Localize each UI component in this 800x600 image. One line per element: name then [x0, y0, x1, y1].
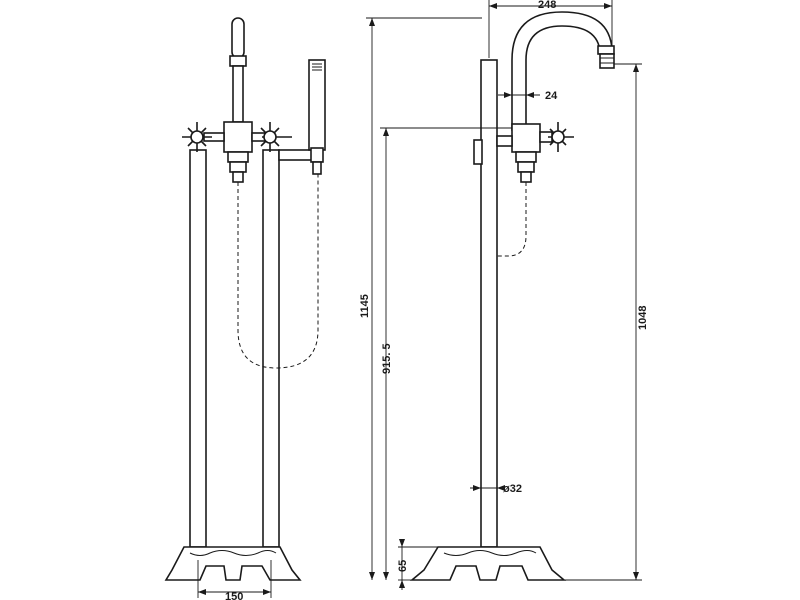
- side-mixer-body: [511, 123, 541, 153]
- handle-height-dimension: 915. 5: [380, 127, 512, 580]
- spout-pipe-dimension: 24: [498, 90, 558, 102]
- right-pipe: [262, 149, 280, 548]
- hand-shower: [308, 59, 326, 175]
- left-pipe: [189, 149, 207, 548]
- main-pipe: [480, 59, 498, 548]
- pipe-spacing-label: 150: [225, 591, 243, 600]
- spout-height-label: 1048: [637, 306, 649, 330]
- side-cross-handle: [539, 122, 574, 152]
- front-base: [164, 546, 302, 581]
- handle-height-label: 915. 5: [381, 343, 393, 374]
- spout-reach-label: 248: [538, 0, 556, 11]
- total-height-label: 1145: [359, 294, 371, 318]
- base-height-label: 65: [397, 560, 409, 572]
- pipe-spacing-dimension: 150: [197, 560, 272, 600]
- spout-reach-dimension: 248: [488, 0, 613, 58]
- spout-height-dimension: 1048: [564, 63, 649, 581]
- base-height-dimension: 65: [397, 539, 440, 590]
- side-hose: [497, 182, 527, 257]
- shower-holder-arm: [278, 149, 314, 161]
- shower-hose: [237, 174, 319, 369]
- spout-pipe-label: 24: [545, 90, 558, 102]
- right-cross-handle: [251, 122, 292, 152]
- spout: [511, 11, 615, 131]
- front-view: 150: [164, 17, 326, 600]
- total-height-dimension: 1145: [359, 17, 482, 580]
- mixer-body: [223, 121, 253, 153]
- side-view: 248 24 ø32 1145: [359, 0, 649, 590]
- pipe-diameter-dimension: ø32: [470, 483, 522, 495]
- pipe-diameter-label: ø32: [503, 483, 522, 495]
- handshower-riser: [229, 17, 247, 123]
- left-cross-handle: [182, 122, 225, 152]
